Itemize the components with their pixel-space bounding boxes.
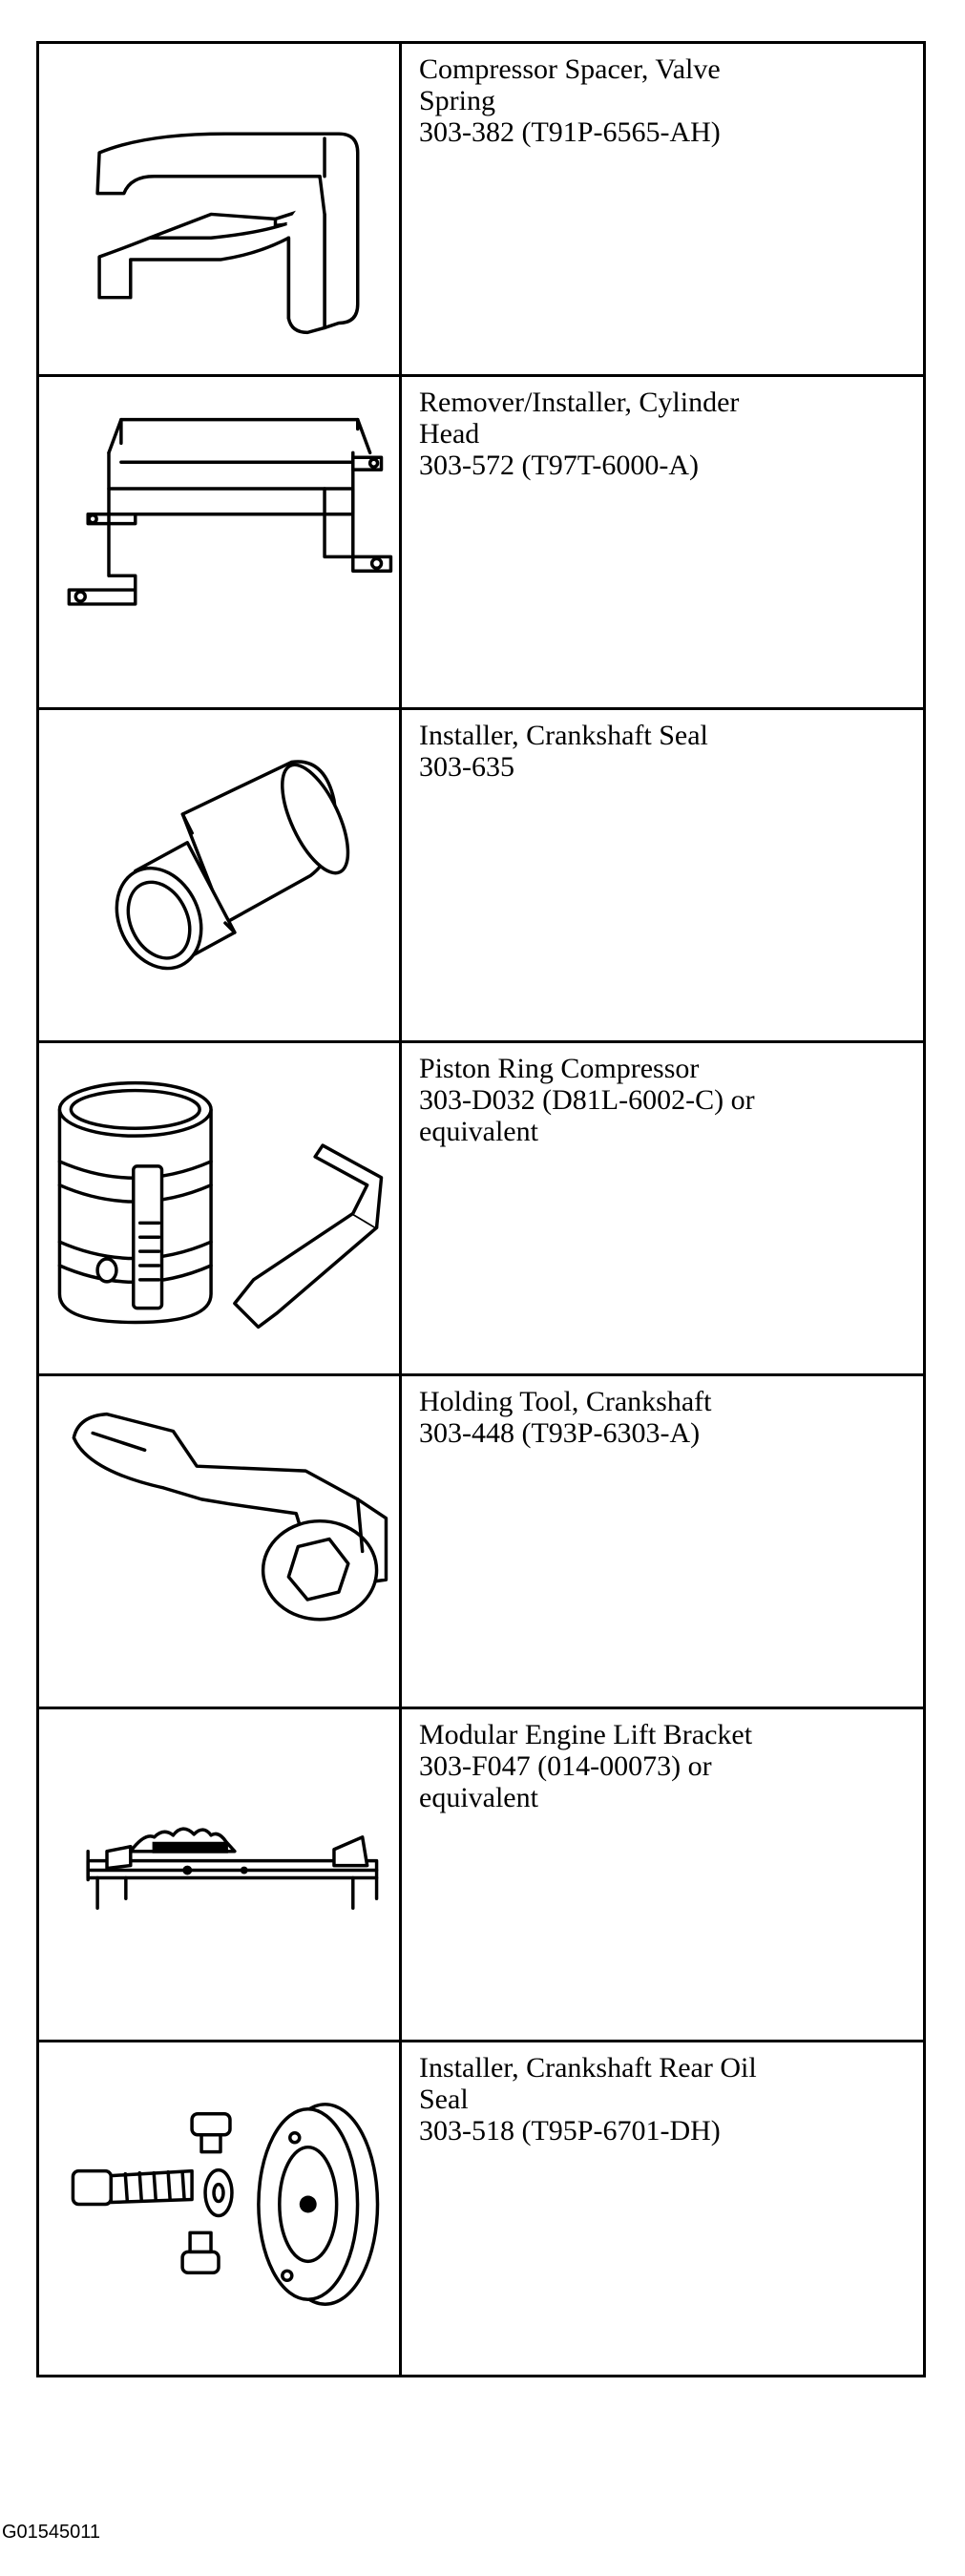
tool-row: Compressor Spacer, Valve Spring 303-382 … xyxy=(39,44,923,377)
tool-row: Piston Ring Compressor 303-D032 (D81L-60… xyxy=(39,1043,923,1376)
tool-name-line: equivalent xyxy=(419,1782,538,1813)
tool-illustration-cell xyxy=(39,1376,402,1707)
tool-row: Installer, Crankshaft Rear Oil Seal 303-… xyxy=(39,2042,923,2375)
tool-name-line: Holding Tool, Crankshaft xyxy=(419,1386,712,1417)
tool-name-line: Piston Ring Compressor xyxy=(419,1053,700,1084)
tool-name-line: Installer, Crankshaft Rear Oil xyxy=(419,2052,757,2084)
tool-name-line: equivalent xyxy=(419,1116,538,1147)
tool-part-number: 303-D032 (D81L-6002-C) or xyxy=(419,1084,755,1116)
tool-name-line: Compressor Spacer, Valve xyxy=(419,53,721,85)
tool-illustration-cell xyxy=(39,1043,402,1373)
rear-seal-installer-icon xyxy=(71,2103,380,2306)
tool-description: Installer, Crankshaft Seal 303-635 xyxy=(402,710,923,1040)
cylinder-head-bracket-icon xyxy=(67,417,393,606)
tool-part-number: 303-572 (T97T-6000-A) xyxy=(419,450,700,481)
tool-row: Remover/Installer, Cylinder Head 303-572… xyxy=(39,377,923,710)
tool-description: Installer, Crankshaft Rear Oil Seal 303-… xyxy=(402,2042,923,2375)
tool-name-line: Seal xyxy=(419,2084,469,2115)
tool-name-line: Head xyxy=(419,418,480,450)
tool-part-number: 303-518 (T95P-6701-DH) xyxy=(419,2115,721,2147)
tool-row: Holding Tool, Crankshaft 303-448 (T93P-6… xyxy=(39,1376,923,1709)
tool-description: Holding Tool, Crankshaft 303-448 (T93P-6… xyxy=(402,1376,923,1707)
tool-description: Compressor Spacer, Valve Spring 303-382 … xyxy=(402,44,923,374)
tool-name-line: Installer, Crankshaft Seal xyxy=(419,720,708,751)
tool-row: Modular Engine Lift Bracket 303-F047 (01… xyxy=(39,1709,923,2042)
tool-name-line: Remover/Installer, Cylinder xyxy=(419,387,740,418)
tool-illustration-cell xyxy=(39,2042,402,2375)
special-tools-table: Compressor Spacer, Valve Spring 303-382 … xyxy=(36,41,926,2377)
tool-part-number: 303-448 (T93P-6303-A) xyxy=(419,1417,701,1449)
tool-part-number: 303-635 xyxy=(419,751,514,783)
tool-part-number: 303-F047 (014-00073) or xyxy=(419,1750,712,1782)
tool-illustration-cell xyxy=(39,710,402,1040)
tool-description: Modular Engine Lift Bracket 303-F047 (01… xyxy=(402,1709,923,2040)
holding-tool-icon xyxy=(72,1412,388,1622)
tool-illustration-cell xyxy=(39,44,402,374)
tool-description: Remover/Installer, Cylinder Head 303-572… xyxy=(402,377,923,707)
tool-row: Installer, Crankshaft Seal 303-635 xyxy=(39,710,923,1043)
engine-lift-bracket-icon xyxy=(86,1827,379,1910)
tool-part-number: 303-382 (T91P-6565-AH) xyxy=(419,116,721,148)
tool-illustration-cell xyxy=(39,377,402,707)
tool-illustration-cell xyxy=(39,1709,402,2040)
figure-code: G01545011 xyxy=(2,2522,101,2543)
seal-installer-icon xyxy=(115,760,350,971)
piston-ring-compressor-icon xyxy=(57,1080,384,1330)
tool-name-line: Modular Engine Lift Bracket xyxy=(419,1719,753,1750)
tool-name-line: Spring xyxy=(419,85,496,116)
tool-description: Piston Ring Compressor 303-D032 (D81L-60… xyxy=(402,1043,923,1373)
valve-spring-spacer-icon xyxy=(95,132,360,335)
